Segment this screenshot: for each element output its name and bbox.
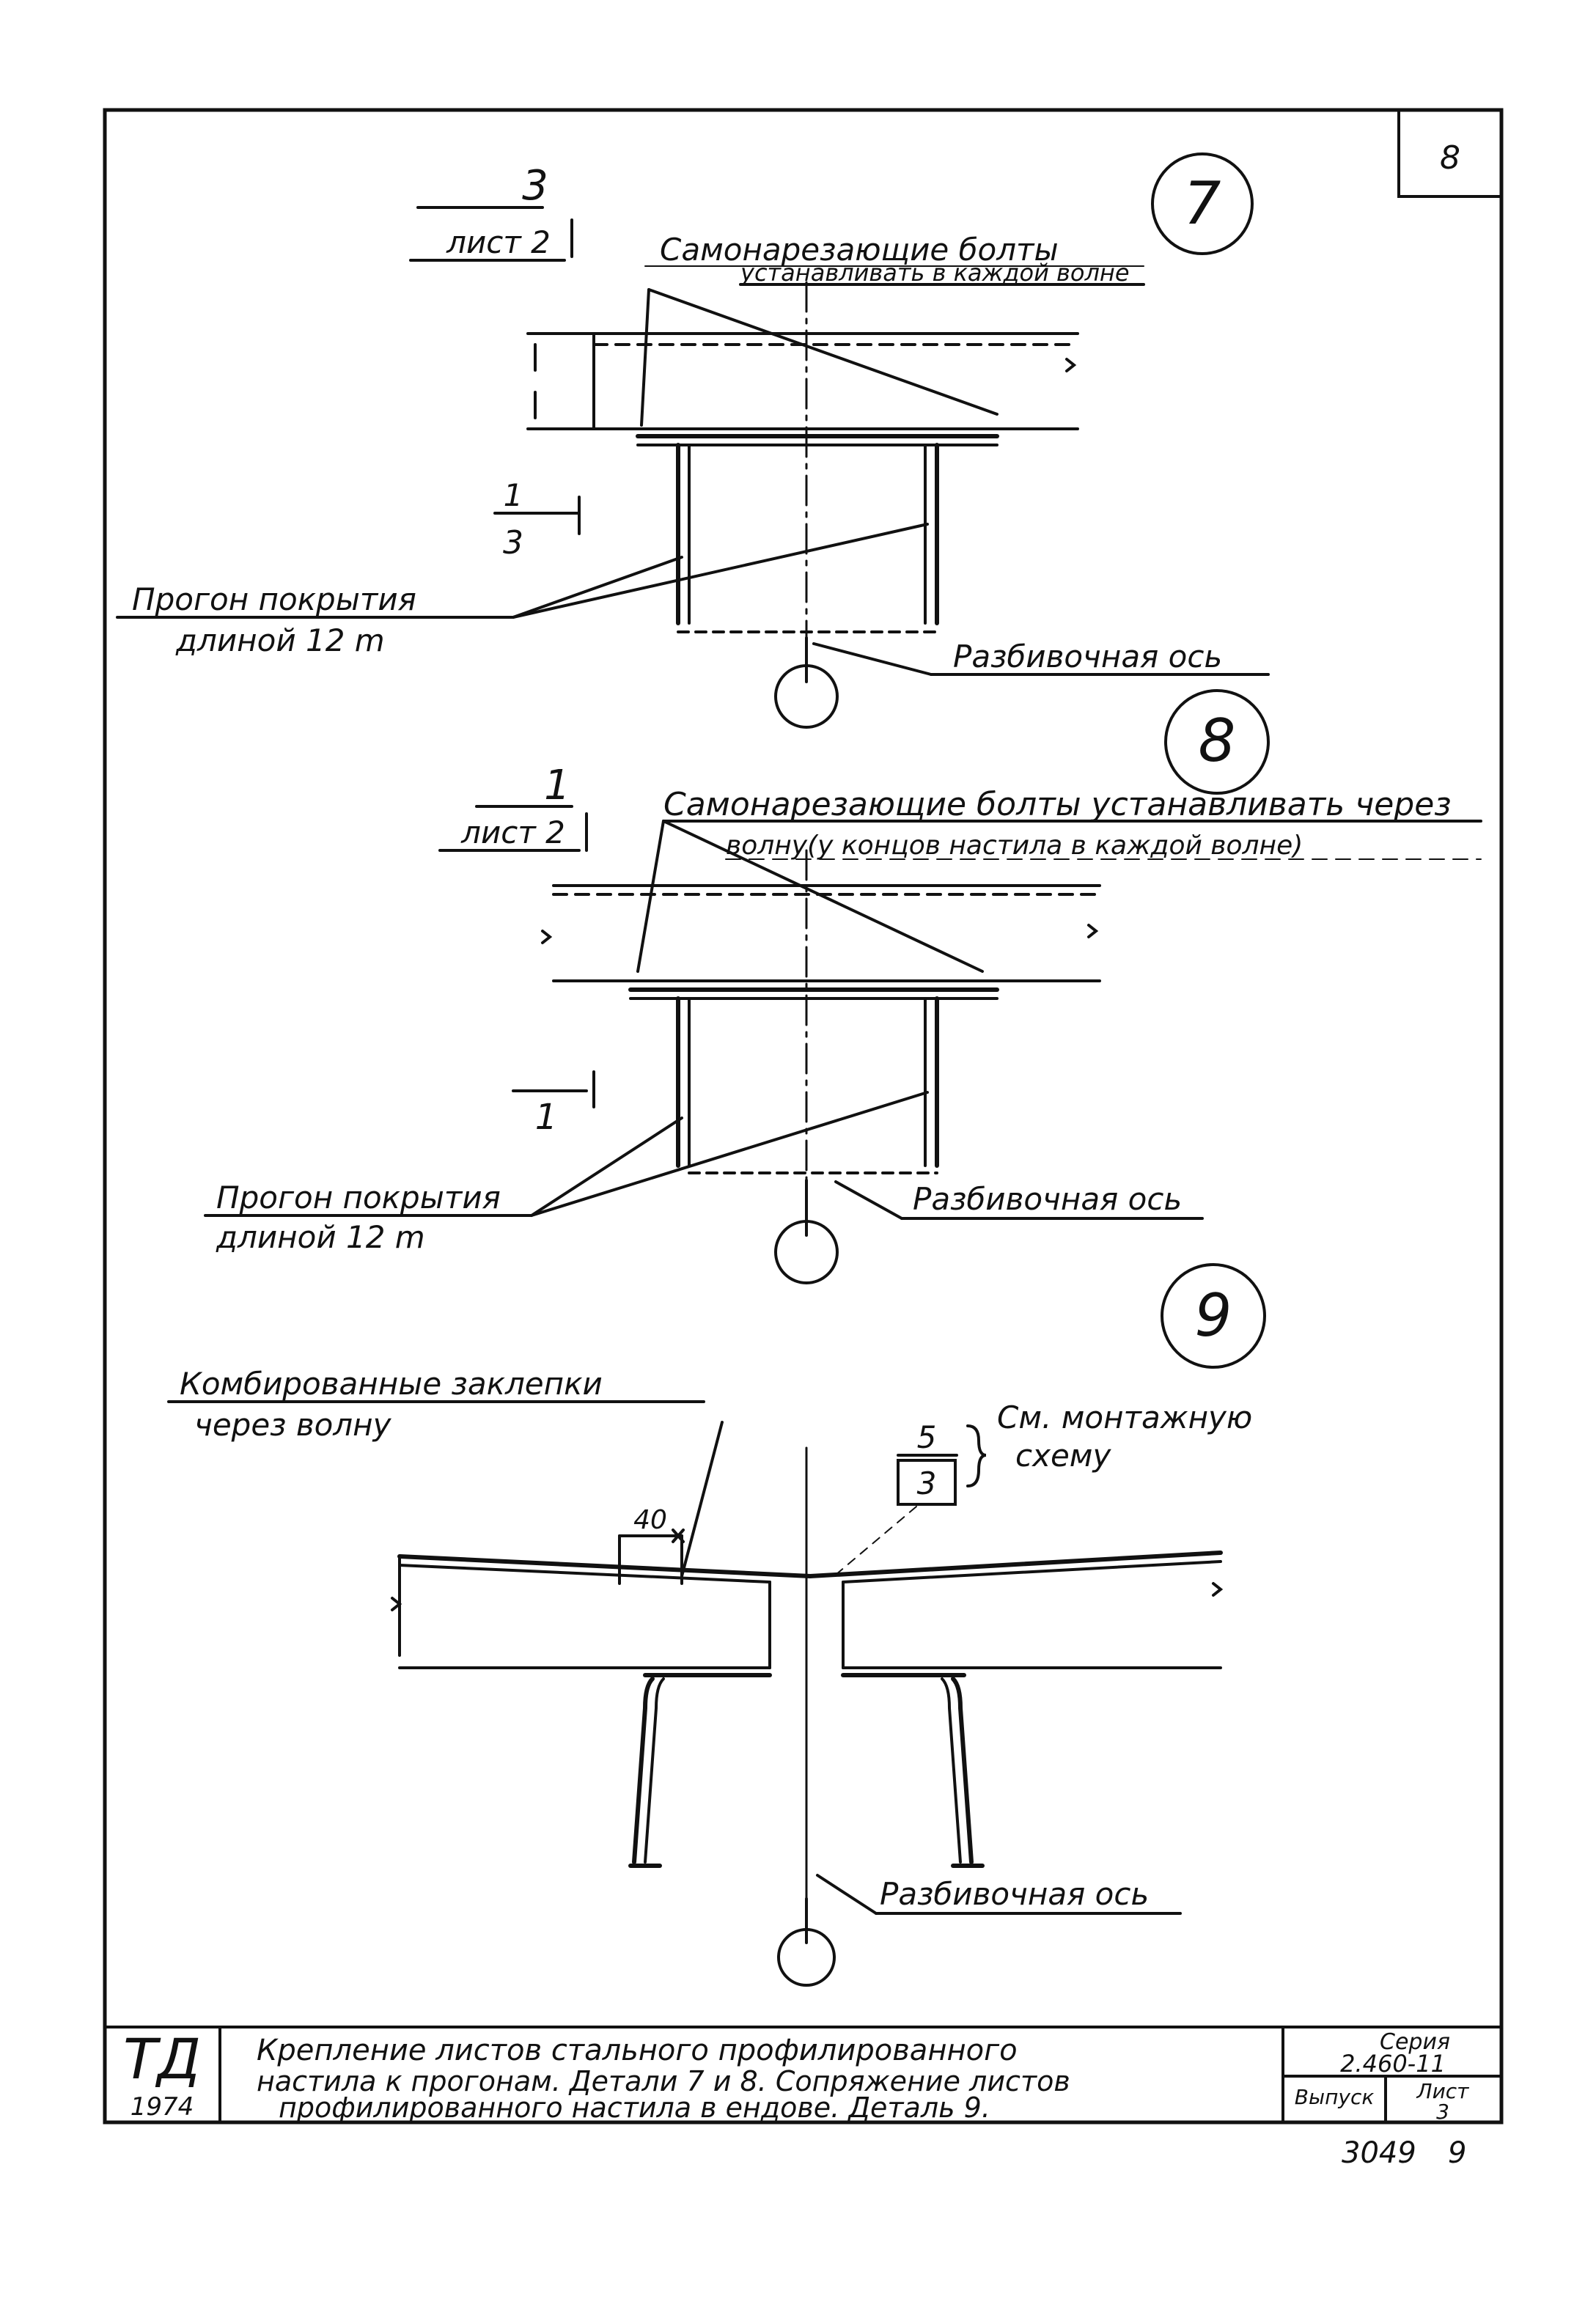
title-block-logo: ТД bbox=[123, 2026, 201, 2092]
title-block-title-line2: настила к прогонам. Детали 7 и 8. Сопряж… bbox=[257, 2065, 1070, 2097]
detail-8-number: 8 bbox=[1199, 707, 1236, 775]
detail-8-section-ref-bottom-numerator: 1 bbox=[535, 1097, 558, 1138]
title-block-title-line1: Крепление листов стального профилированн… bbox=[257, 2034, 1018, 2067]
detail-9-ref-denominator: 3 bbox=[917, 1465, 937, 1501]
detail-7-callout-circle bbox=[1151, 152, 1254, 255]
title-block-year: 1974 bbox=[130, 2092, 194, 2122]
detail-8-section-ref-top-denominator: лист 2 bbox=[460, 814, 565, 850]
title-block-sheet-label: Лист bbox=[1416, 2079, 1470, 2103]
detail-7-bolts-note-line2: устанавливать в каждой волне bbox=[740, 259, 1130, 287]
footer-stamp: 3049 bbox=[1342, 2136, 1416, 2170]
page-number: 8 bbox=[1440, 139, 1460, 177]
detail-8-callout-circle bbox=[1164, 689, 1270, 795]
detail-9-callout-circle bbox=[1161, 1263, 1266, 1369]
detail-9-ref-note-line2: схему bbox=[1015, 1438, 1111, 1474]
detail-7-purlin-note-line1: Прогон покрытия bbox=[132, 581, 416, 617]
title-block-sheet-value: 3 bbox=[1436, 2100, 1449, 2124]
detail-8-bolts-note-line1: Самонарезающие болты устанавливать через bbox=[663, 786, 1452, 823]
detail-7-drawing bbox=[116, 152, 1270, 729]
detail-9-rivets-note-line2: через волну bbox=[194, 1407, 392, 1443]
detail-9-drawing bbox=[167, 1263, 1266, 1987]
title-block-series-value: 2.460-11 bbox=[1340, 2050, 1446, 2078]
detail-9-dimension: 40 bbox=[633, 1505, 667, 1535]
detail-8-purlin-note-line2: длиной 12 m bbox=[216, 1219, 425, 1255]
detail-7-purlin-note-line2: длиной 12 m bbox=[175, 622, 385, 658]
title-block-series-label: Серия bbox=[1380, 2029, 1450, 2055]
footer-stamp-page: 9 bbox=[1448, 2136, 1466, 2170]
title-block bbox=[103, 2026, 1503, 2124]
detail-8-axis-note: Разбивочная ось bbox=[913, 1181, 1182, 1217]
detail-8-bolts-note-line2: волну(у концов настила в каждой волне) bbox=[726, 831, 1303, 861]
detail-7-section-ref-top-numerator: 3 bbox=[522, 162, 548, 210]
detail-8-purlin-note-line1: Прогон покрытия bbox=[216, 1180, 501, 1215]
detail-7-section-ref-top-denominator: лист 2 bbox=[446, 224, 551, 260]
detail-7-axis-note: Разбивочная ось bbox=[953, 639, 1222, 674]
detail-8-drawing bbox=[204, 689, 1482, 1284]
detail-7-bolts-note-line1: Самонарезающие болты bbox=[660, 232, 1059, 268]
page-number-box bbox=[1397, 108, 1503, 198]
detail-8-section-ref-top-numerator: 1 bbox=[544, 762, 570, 809]
detail-9-ref-numerator: 5 bbox=[917, 1419, 937, 1455]
title-block-issue-label: Выпуск bbox=[1295, 2085, 1375, 2109]
title-block-title-line3: профилированного настила в ендове. Детал… bbox=[279, 2092, 990, 2124]
detail-7-section-ref-bottom-numerator: 1 bbox=[504, 477, 523, 513]
detail-9-number: 9 bbox=[1195, 1281, 1232, 1350]
sheet-frame bbox=[103, 108, 1504, 2125]
detail-9-rivets-note-line1: Комбированные заклепки bbox=[180, 1366, 603, 1402]
detail-9-ref-note-line1: См. монтажную bbox=[997, 1399, 1252, 1435]
detail-7-section-ref-bottom-denominator: 3 bbox=[503, 524, 523, 562]
detail-9-axis-note: Разбивочная ось bbox=[880, 1876, 1149, 1912]
detail-7-number: 7 bbox=[1184, 169, 1221, 238]
